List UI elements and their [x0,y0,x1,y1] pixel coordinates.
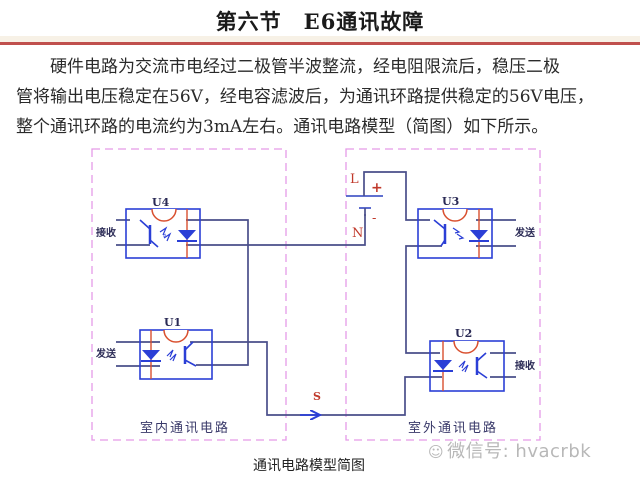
wechat-icon: ☺ [428,443,445,461]
description-paragraph: 硬件电路为交流市电经过二极管半波整流，经电阻限流后，稳压二极 管将输出电压稳定在… [16,52,626,142]
optocoupler-notch [151,208,177,222]
u1-signal-label: 发送 [95,347,117,360]
wire [363,171,430,221]
plus-label: + [371,180,383,196]
led-icon [178,230,196,240]
optocoupler-u1: U1 [139,316,213,380]
component-label: U4 [152,196,170,209]
title-rule-shadow [0,36,640,42]
watermark-text: 微信号: hvacrbk [447,441,592,462]
component-label: U3 [442,195,459,208]
signal-line-label: S [313,390,321,403]
minus-label: - [372,211,376,226]
neutral-label: N [352,226,363,241]
optocoupler-u2: U2 [429,327,505,392]
outdoor-region-box [345,148,541,441]
wire [186,214,366,246]
component-label: U1 [164,316,181,329]
paragraph-line: 硬件电路为交流市电经过二极管半波整流，经电阻限流后，稳压二极 [50,57,560,77]
paragraph-line: 管将输出电压稳定在56V，经电容滤波后，为通讯环路提供稳定的56V电压， [16,87,594,107]
component-label: U2 [455,327,472,340]
indoor-region-label: 室内通讯电路 [140,420,230,436]
led-icon [434,360,452,370]
optocoupler-u3: U3 [417,195,493,259]
watermark: ☺微信号: hvacrbk [428,437,591,463]
u3-signal-label: 发送 [514,226,536,239]
optocoupler-notch [453,340,479,354]
optocoupler-notch [442,208,468,222]
optocoupler-u4: ⸗ U4 [125,196,201,259]
light-rays-icon: ⸗ [163,230,166,241]
optocoupler-notch [163,329,189,343]
outdoor-region-label: 室外通讯电路 [408,420,498,436]
title-divider [0,42,640,45]
section-title: 第六节 E6通讯故障 [215,9,425,34]
indoor-region-box [91,148,287,441]
u4-signal-label: 接收 [96,226,116,239]
led-icon [470,230,488,240]
u2-signal-label: 接收 [515,359,535,372]
power-source: L + - N [346,172,383,241]
phototransistor-icon [149,239,159,248]
wire [186,219,249,366]
line-label: L [350,172,359,187]
led-icon [142,350,160,360]
figure-caption: 通讯电路模型简图 [253,458,365,474]
paragraph-line: 整个通讯环路的电流约为3mA左右。通讯电路模型（简图）如下所示。 [16,117,549,137]
wire [190,341,442,416]
wiring [116,171,516,416]
wire [405,245,442,354]
